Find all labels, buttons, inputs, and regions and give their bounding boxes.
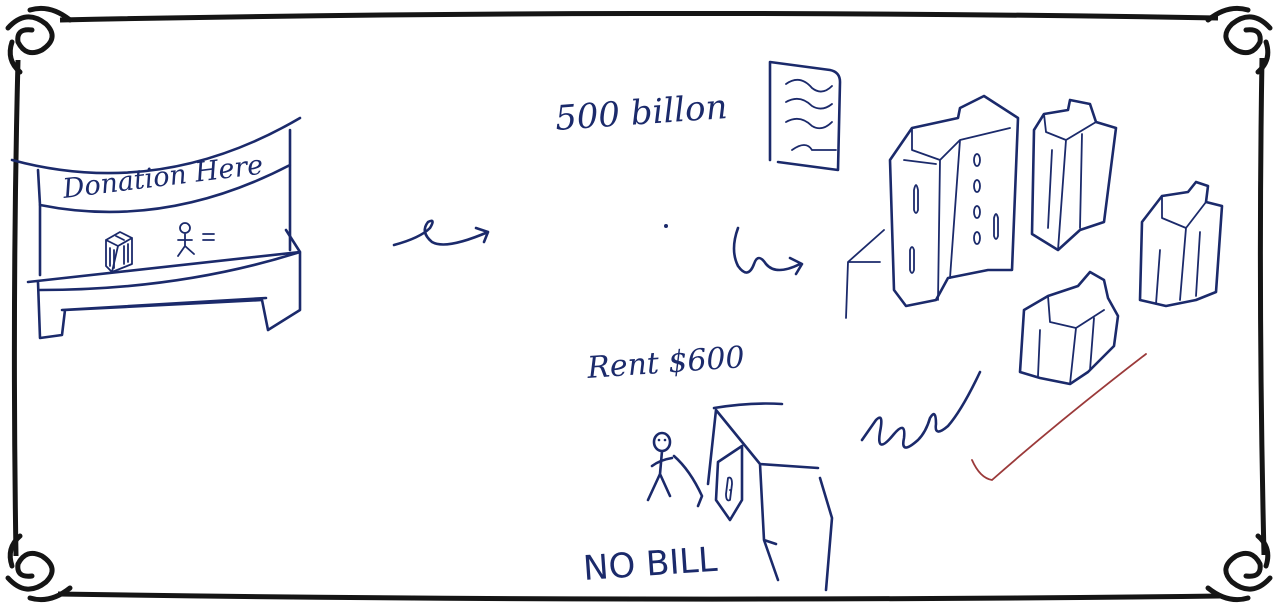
- no-bill-text: NO BILL: [582, 540, 719, 589]
- building-icon: [1030, 98, 1118, 252]
- rent-text: Rent $600: [585, 340, 746, 386]
- donation-booth: Donation Here: [10, 116, 302, 340]
- building-icon: [845, 94, 1020, 319]
- building-icon: [1018, 270, 1120, 386]
- decorative-frame: [5, 5, 1273, 603]
- corner-ornament-icon: [5, 5, 73, 75]
- amount-text: 500 billon: [554, 87, 729, 139]
- corner-ornament-icon: [1205, 533, 1273, 603]
- check-mark-icon: [971, 353, 1147, 481]
- stick-figure-icon: [646, 431, 704, 508]
- corner-ornament-icon: [5, 533, 73, 603]
- arrow-icon: [392, 219, 490, 247]
- house-icon: [706, 402, 834, 592]
- corner-ornament-icon: [1205, 5, 1273, 75]
- stick-figure-icon: [177, 222, 215, 257]
- building-icon: [1138, 180, 1224, 308]
- squiggle-mark: [860, 370, 982, 449]
- donation-box-icon: [105, 231, 133, 273]
- arrow-icon: [732, 226, 804, 276]
- document-icon: [768, 60, 842, 172]
- banner-text: Donation Here: [60, 150, 265, 205]
- dot-mark: [664, 224, 668, 228]
